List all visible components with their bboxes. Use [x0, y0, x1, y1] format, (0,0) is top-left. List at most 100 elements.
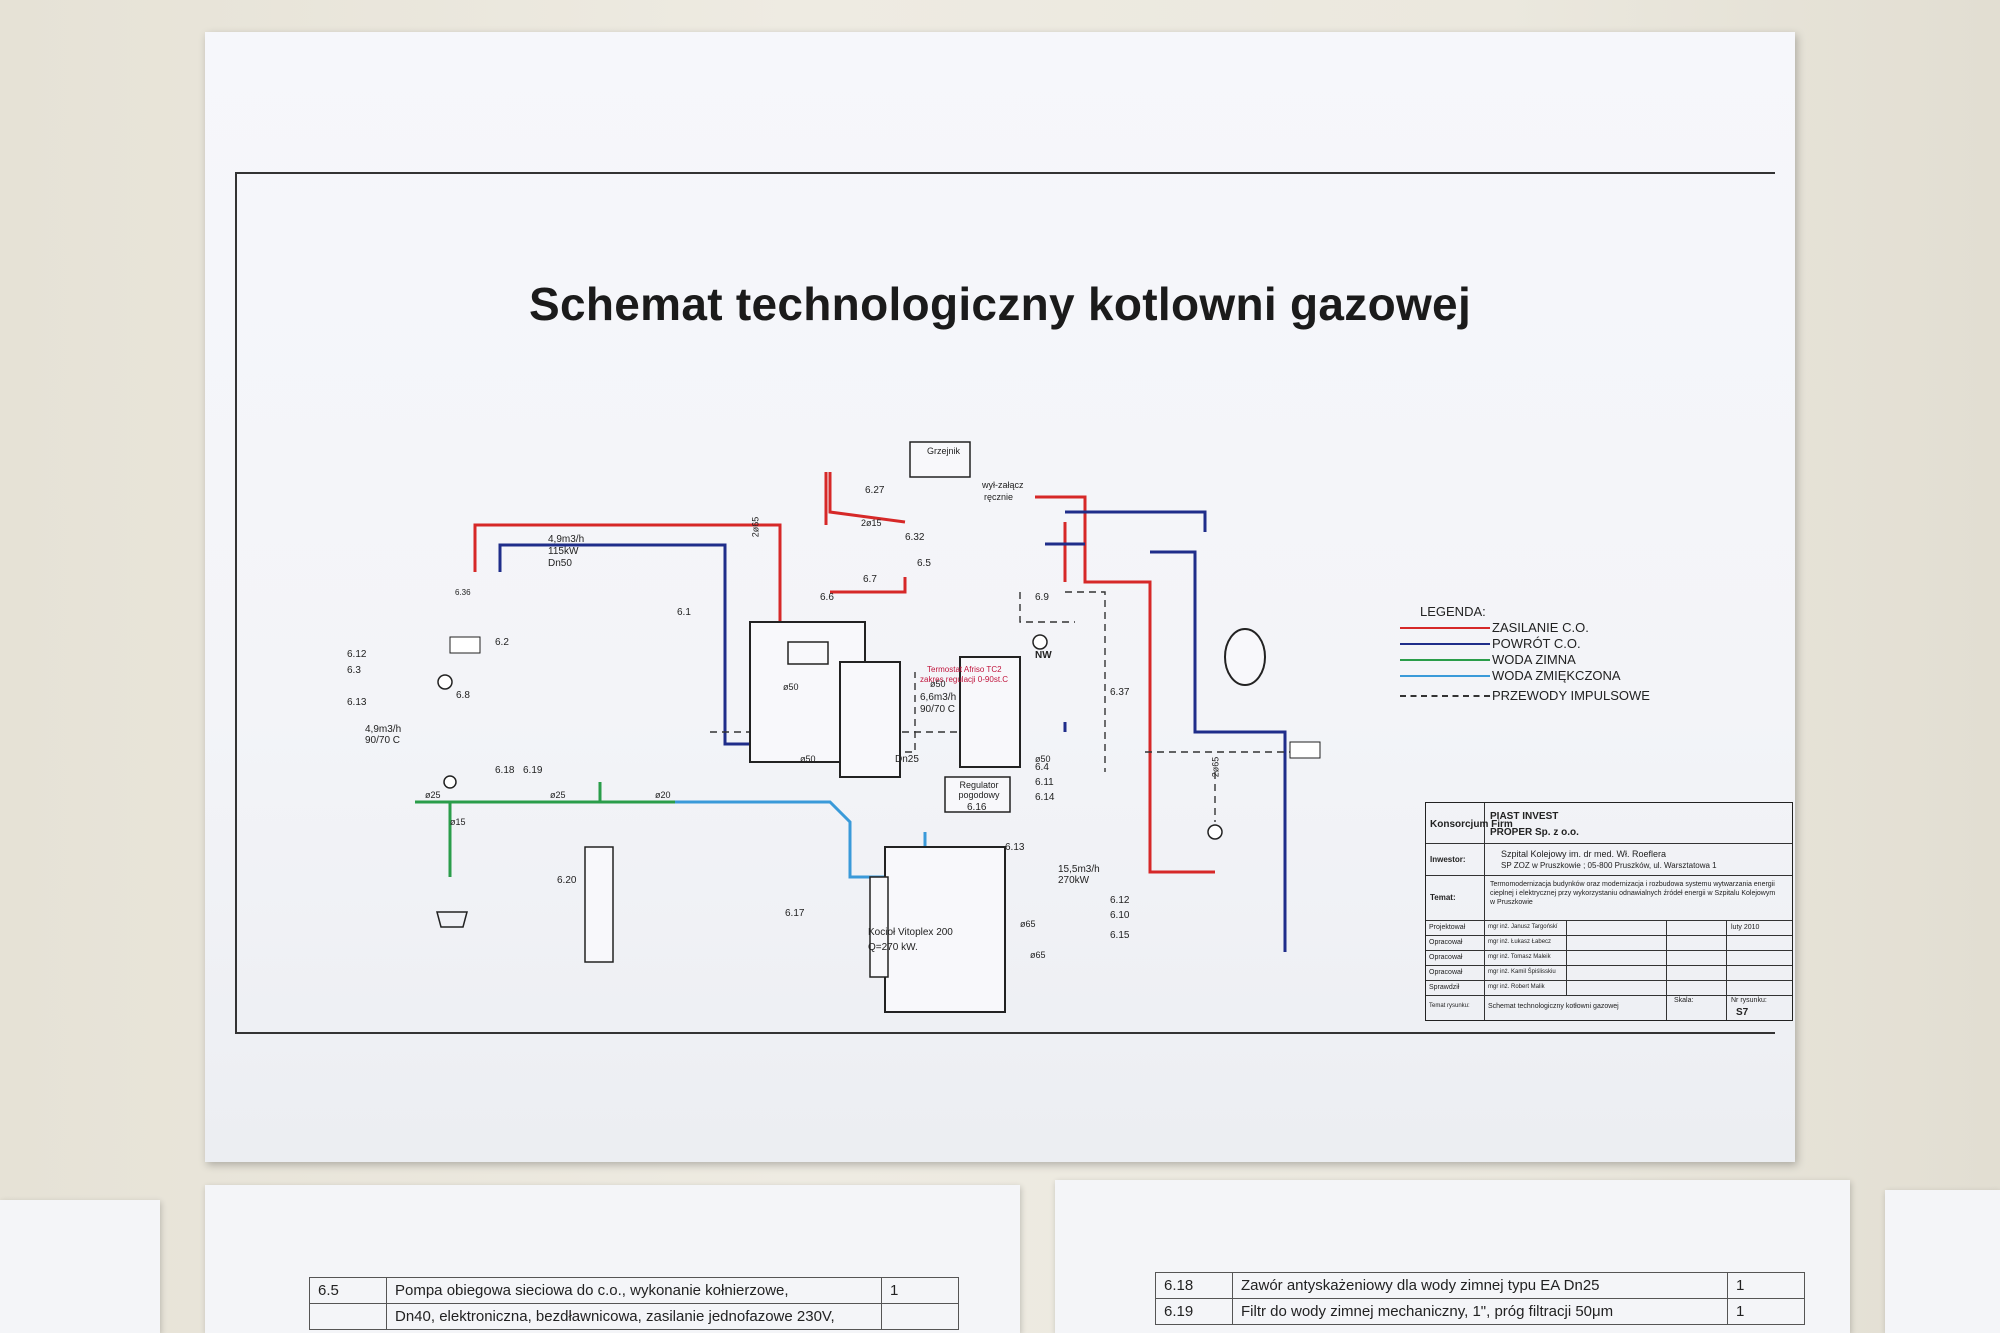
tag-6-36: 6.36 — [455, 588, 471, 597]
schematic-sheet: Schemat technologiczny kotlowni gazowej — [205, 32, 1795, 1162]
item-description: Filtr do wody zimnej mechaniczny, 1", pr… — [1232, 1298, 1728, 1325]
table-row: 6.18 Zawór antyskażeniowy dla wody zimne… — [1155, 1272, 1805, 1299]
name-2: mgr inż. Łukasz Łabecz — [1488, 939, 1552, 945]
tag-6-9: 6.9 — [1035, 592, 1049, 603]
tag-6-8: 6.8 — [456, 690, 470, 701]
tag-6-17: 6.17 — [785, 908, 805, 919]
flow-label-4: 15,5m3/h — [1058, 864, 1100, 875]
role-4: Opracował — [1429, 969, 1463, 976]
pump-icon-3 — [1032, 634, 1048, 650]
role-1: Projektował — [1429, 924, 1466, 931]
tag-6-5: 6.5 — [917, 558, 931, 569]
item-qty — [881, 1303, 959, 1330]
boiler-power: Q=270 kW. — [868, 942, 918, 953]
item-qty: 1 — [881, 1277, 959, 1304]
bottom-sheet-right: 6.18 Zawór antyskażeniowy dla wody zimne… — [1055, 1180, 1850, 1333]
legend-swatch — [1400, 659, 1490, 661]
consortium-label: Konsorcjum Firm — [1430, 819, 1513, 830]
investor-line-1: Szpital Kolejowy im. dr med. Wł. Roefler… — [1501, 849, 1667, 859]
switch-label: wył-załącz — [982, 480, 1024, 490]
tag-6-14: 6.14 — [1035, 792, 1055, 803]
power-label-2: 270kW — [1058, 875, 1090, 886]
dn25-label: Dn25 — [895, 754, 919, 765]
item-description: Zawór antyskażeniowy dla wody zimnej typ… — [1232, 1272, 1728, 1299]
regulator-label: Regulator pogodowy — [958, 780, 1000, 800]
drawing-number: S7 — [1736, 1007, 1749, 1018]
topic-text: Termomodernizacja budynków oraz moderniz… — [1490, 881, 1776, 906]
temp-label-1: 90/70 C — [365, 735, 401, 746]
pipe-2o65-b: 2ø65 — [1210, 756, 1221, 778]
piping-diagram — [415, 441, 1321, 1013]
radiator-box — [909, 441, 971, 478]
tag-6-32: 6.32 — [905, 532, 925, 543]
separator — [839, 661, 901, 778]
pipe-o50-c: ø50 — [930, 679, 946, 689]
firm-2: PROPER Sp. z o.o. — [1490, 827, 1579, 838]
tag-6-12: 6.12 — [347, 649, 367, 660]
role-3: Opracował — [1429, 954, 1463, 961]
equipment-table-right: 6.18 Zawór antyskażeniowy dla wody zimne… — [1155, 1272, 1805, 1325]
dn50-label: Dn50 — [548, 558, 572, 569]
boiler-burner — [869, 876, 889, 978]
name-5: mgr inż. Robert Malik — [1488, 984, 1545, 990]
name-1: mgr inż. Janusz Targońskí — [1488, 924, 1558, 930]
heat-meter-right — [1289, 741, 1321, 759]
item-qty: 1 — [1727, 1272, 1805, 1299]
tag-6-18: 6.18 — [495, 765, 515, 776]
tag-6-15: 6.15 — [1110, 930, 1130, 941]
pipe-o25-b: ø25 — [550, 790, 566, 800]
motor-icon — [443, 775, 457, 789]
item-number: 6.18 — [1155, 1272, 1233, 1299]
title-block: Konsorcjum Firm PIAST INVEST PROPER Sp. … — [1425, 802, 1793, 1021]
role-2: Opracował — [1429, 939, 1463, 946]
item-description: Pompa obiegowa sieciowa do c.o., wykonan… — [386, 1277, 882, 1304]
bottom-sheet-edge-left — [0, 1200, 160, 1333]
bottom-sheet-left: 6.5 Pompa obiegowa sieciowa do c.o., wyk… — [205, 1185, 1020, 1333]
return-pipes — [498, 510, 1287, 952]
radiator-label: Grzejnik — [927, 446, 961, 456]
flow-label-1: 4,9m3/h — [548, 534, 585, 545]
tag-6-27: 6.27 — [865, 485, 885, 496]
role-5: Sprawdził — [1429, 984, 1460, 991]
legend-swatch — [1400, 675, 1490, 677]
boiler-name: Kocioł Vitoplex 200 — [868, 927, 953, 938]
page-title: Schemat technologiczny kotlowni gazowej — [528, 278, 1472, 330]
table-row: 6.5 Pompa obiegowa sieciowa do c.o., wyk… — [309, 1277, 959, 1304]
drawing-title-label: Temat rysunku: — [1429, 1003, 1470, 1009]
tag-6-2: 6.2 — [495, 637, 509, 648]
pipe-o65-b: ø65 — [1030, 950, 1046, 960]
tank-window — [787, 641, 829, 665]
flow-label-3: 6,6m3/h — [920, 692, 957, 703]
tag-6-3: 6.3 — [347, 665, 361, 676]
expansion-vessel — [1224, 628, 1266, 686]
equipment-table-left: 6.5 Pompa obiegowa sieciowa do c.o., wyk… — [309, 1277, 959, 1330]
bottom-sheet-edge-right — [1885, 1190, 2000, 1333]
legend-swatch — [1400, 627, 1490, 629]
pipe-o50-b: ø50 — [800, 754, 816, 764]
hydraulic-coupler — [959, 656, 1021, 768]
item-number: 6.5 — [309, 1277, 387, 1304]
pump-icon-2 — [1207, 824, 1223, 840]
drawing-frame — [235, 172, 1775, 1034]
manual-label: ręcznie — [984, 492, 1014, 502]
pipe-o50-d: ø50 — [1035, 754, 1051, 764]
legend-label: ZASILANIE C.O. — [1492, 620, 1589, 635]
drawing-title: Schemat technologiczny kotłowni gazowej — [1488, 1003, 1619, 1010]
investor-line-2: SP ZOZ w Pruszkowie ; 05-800 Pruszków, u… — [1501, 861, 1717, 870]
tag-6-20: 6.20 — [557, 875, 577, 886]
name-4: mgr inż. Kamil Śpiślisskiu — [1488, 969, 1556, 975]
pipe-o15: ø15 — [450, 817, 466, 827]
pump-icon — [437, 674, 453, 690]
topic-label: Temat: — [1430, 893, 1456, 902]
item-description: Dn40, elektroniczna, bezdławnicowa, zasi… — [386, 1303, 882, 1330]
pipe-2o65: 2ø65 — [750, 516, 761, 538]
water-softener — [584, 846, 614, 963]
pipe-o50-a: ø50 — [783, 682, 799, 692]
heat-meter-left — [449, 636, 481, 654]
flow-label-2: 4,9m3/h — [365, 724, 402, 735]
table-row: Dn40, elektroniczna, bezdławnicowa, zasi… — [309, 1303, 959, 1330]
legend-swatch — [1400, 643, 1490, 645]
boiler — [884, 846, 1006, 1013]
tag-6-37: 6.37 — [1110, 687, 1130, 698]
thermostat-label: Termostat Afriso TC2 — [927, 665, 1002, 674]
